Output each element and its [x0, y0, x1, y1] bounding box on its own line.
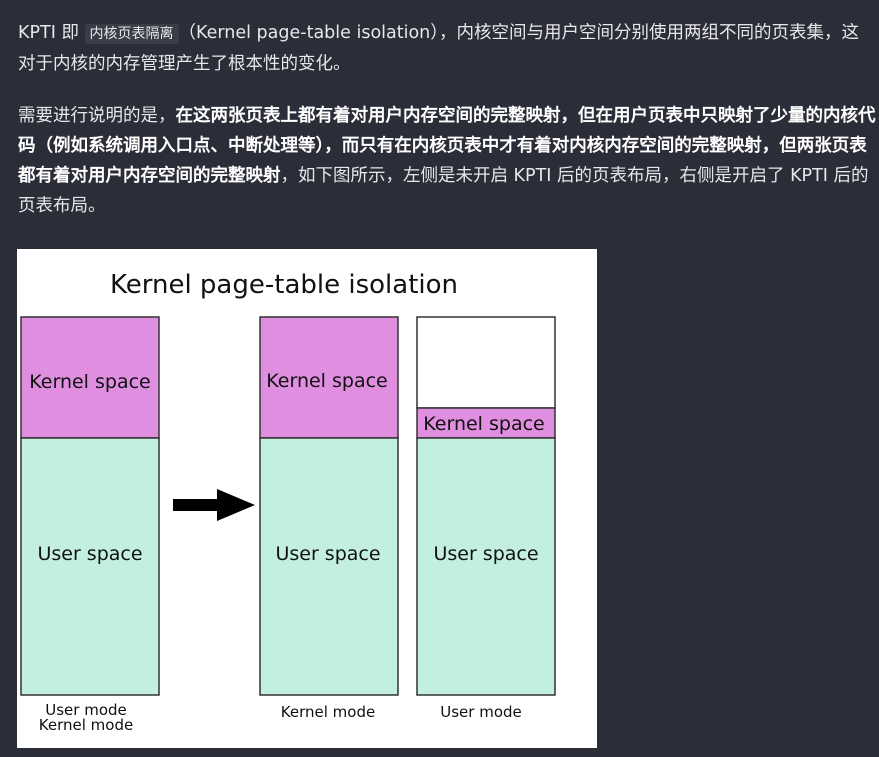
user-table-user-space-label: User space	[433, 543, 538, 565]
user-table-caption: User mode	[440, 703, 522, 721]
explanation-paragraph: 需要进行说明的是，在这两张页表上都有着对用户内存空间的完整映射，但在用户页表中只…	[18, 101, 876, 221]
user-table-kernel-space-label: Kernel space	[423, 413, 544, 435]
left-caption-user-mode: User mode	[45, 701, 127, 719]
intro-paragraph: KPTI 即 内核页表隔离（Kernel page-table isolatio…	[18, 18, 876, 79]
kernel-table-caption: Kernel mode	[281, 703, 375, 721]
left-user-space-block	[20, 437, 160, 696]
kpti-diagram: Kernel page-table isolation Kernel space…	[17, 249, 597, 748]
right-arrow-icon	[173, 489, 255, 521]
left-caption-kernel-mode: Kernel mode	[39, 716, 133, 734]
left-user-space-label: User space	[37, 543, 142, 565]
user-table-user-space-block	[416, 437, 556, 696]
inline-code-term: 内核页表隔离	[84, 24, 179, 44]
user-table-empty-block	[416, 316, 556, 409]
left-kernel-space-label: Kernel space	[29, 371, 150, 393]
diagram-title: Kernel page-table isolation	[110, 270, 458, 300]
explanation-tail: ，如下图所示，左侧是未开启 KPTI 后的页表布局，右侧是开启了 KPTI 后的…	[18, 166, 869, 216]
intro-prefix: KPTI 即	[18, 23, 85, 43]
intro-rest: （Kernel page-table isolation），内核空间与用户空间分…	[18, 23, 860, 74]
explanation-lead: 需要进行说明的是，	[18, 106, 176, 126]
kernel-table-user-space-label: User space	[275, 543, 380, 565]
kernel-table-kernel-space-label: Kernel space	[266, 370, 387, 392]
left-kernel-space-block	[20, 316, 160, 439]
kernel-table-user-space-block	[259, 437, 399, 696]
explanation-bold: 在这两张页表上都有着对用户内存空间的完整映射，但在用户页表中只映射了少量的内核代…	[18, 106, 876, 186]
kpti-diagram-svg: Kernel page-table isolation Kernel space…	[20, 270, 556, 734]
